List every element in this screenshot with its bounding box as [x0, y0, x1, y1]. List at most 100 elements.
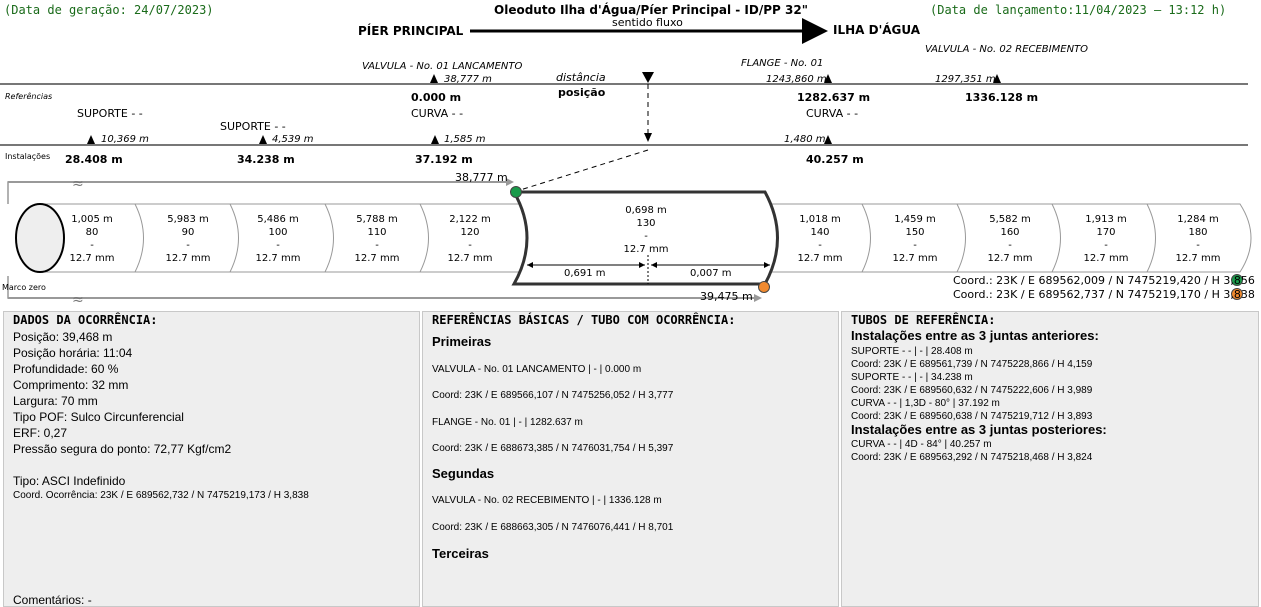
- orange-marker-icon: [758, 281, 770, 293]
- launch-date: (Data de lançamento:11/04/2023 – 13:12 h…: [930, 3, 1227, 17]
- leader-line: [516, 149, 649, 192]
- inst-1-position: 28.408 m: [65, 153, 123, 166]
- ref-3-marker-icon: [993, 74, 1001, 83]
- basic-refs-line: VALVULA - No. 01 LANCAMENTO | - | 0.000 …: [432, 364, 642, 375]
- occurrence-line: Comprimento: 32 mm: [13, 378, 129, 392]
- inst-1-marker-icon: [87, 135, 95, 144]
- pipe-joints: [134, 203, 1156, 273]
- inst-2-position: 34.238 m: [237, 153, 295, 166]
- ref-3-name: VALVULA - No. 02 RECEBIMENTO: [925, 44, 1089, 55]
- inst-3-marker-icon: [431, 135, 439, 144]
- ref-1-marker-icon: [430, 74, 438, 83]
- right-terminal: ILHA D'ÁGUA: [833, 23, 921, 37]
- break-icon-top: ≈: [72, 176, 84, 192]
- legend-green-icon: [1231, 274, 1243, 286]
- inst-3-name: CURVA - -: [411, 107, 464, 120]
- break-icon-bottom: ≈: [72, 292, 84, 308]
- occurrence-comments: Comentários: -: [13, 593, 92, 607]
- ref-tubes-line: Coord: 23K / E 689563,292 / N 7475218,46…: [851, 452, 1093, 463]
- ref-1-position: 0.000 m: [411, 91, 462, 104]
- coord-orange: Coord.: 23K / E 689562,737 / N 7475219,1…: [953, 288, 1255, 301]
- inst-3-distance: 1,585 m: [444, 134, 486, 145]
- occurrence-line: Largura: 70 mm: [13, 394, 98, 408]
- ref-2-position: 1282.637 m: [797, 91, 871, 104]
- ref-tubes-prev-title: Instalações entre as 3 juntas anteriores…: [851, 328, 1099, 343]
- ref-2-distance: 1243,860 m: [766, 74, 827, 85]
- ref-tubes-line: Coord: 23K / E 689561,739 / N 7475228,86…: [851, 359, 1093, 370]
- inst-1-name: SUPORTE - -: [77, 107, 143, 120]
- occurrence-line: Pressão segura do ponto: 72,77 Kgf/cm2: [13, 442, 232, 456]
- inst-4-distance: 1,480 m: [784, 134, 826, 145]
- green-marker-icon: [510, 186, 522, 198]
- occurrence-coord: Coord. Ocorrência: 23K / E 689562,732 / …: [13, 490, 309, 501]
- basic-refs-line: VALVULA - No. 02 RECEBIMENTO | - | 1336.…: [432, 495, 662, 506]
- ref-tubes-line: Coord: 23K / E 689560,638 / N 7475219,71…: [851, 411, 1093, 422]
- pipe-end-cap: [15, 203, 65, 273]
- ref-tubes-title: TUBOS DE REFERÊNCIA:: [851, 313, 996, 327]
- installations-row-label: Instalações: [5, 152, 51, 161]
- ref-tubes-line: CURVA - - | 1,3D - 80° | 37.192 m: [851, 398, 1000, 409]
- flow-arrow-head: [802, 18, 828, 44]
- occurrence-title: DADOS DA OCORRÊNCIA:: [13, 313, 158, 327]
- occurrence-line: Posição: 39,468 m: [13, 330, 113, 344]
- ref-1-name: VALVULA - No. 01 LANCAMENTO: [362, 61, 523, 72]
- highlight-left-measure: 0,691 m: [564, 268, 606, 279]
- basic-refs-third: Terceiras: [432, 546, 489, 561]
- basic-refs-line: Coord: 23K / E 688673,385 / N 7476031,75…: [432, 443, 674, 454]
- ref-2-name: FLANGE - No. 01: [741, 58, 824, 69]
- basic-refs-line: Coord: 23K / E 688663,305 / N 7476076,44…: [432, 522, 674, 533]
- basic-refs-first: Primeiras: [432, 334, 492, 349]
- basic-refs-panel: REFERÊNCIAS BÁSICAS / TUBO COM OCORRÊNCI…: [422, 311, 839, 607]
- inst-2-marker-icon: [259, 135, 267, 144]
- inst-2-distance: 4,539 m: [272, 134, 314, 145]
- position-marker-icon: [642, 72, 654, 83]
- inst-2-name: SUPORTE - -: [220, 120, 286, 133]
- inst-4-name: CURVA - -: [806, 107, 859, 120]
- ref-3-position: 1336.128 m: [965, 91, 1039, 104]
- marco-zero-label: Marco zero: [2, 283, 46, 292]
- distance-label: distância: [556, 71, 606, 84]
- generation-date: (Data de geração: 24/07/2023): [4, 3, 214, 17]
- occurrence-type: Tipo: ASCI Indefinido: [13, 474, 126, 488]
- ref-tubes-line: Coord: 23K / E 689560,632 / N 7475222,60…: [851, 385, 1093, 396]
- page-title: Oleoduto Ilha d'Água/Píer Principal - ID…: [494, 3, 808, 17]
- ref-2-marker-icon: [824, 74, 832, 83]
- flow-label: sentido fluxo: [612, 16, 683, 29]
- bottom-distance-label: 39,475 m: [700, 290, 753, 303]
- occurrence-panel: DADOS DA OCORRÊNCIA: Posição: 39,468 m P…: [3, 311, 420, 607]
- inst-4-position: 40.257 m: [806, 153, 864, 166]
- ref-tubes-panel: TUBOS DE REFERÊNCIA: Instalações entre a…: [841, 311, 1259, 607]
- pipeline-diagram-svg: ≈ ≈: [0, 18, 1252, 308]
- top-distance-label: 38,777 m: [455, 171, 508, 184]
- occurrence-line: Posição horária: 11:04: [13, 346, 133, 360]
- occurrence-line: Profundidade: 60 %: [13, 362, 119, 376]
- occurrence-line: Tipo POF: Sulco Circunferencial: [13, 410, 184, 424]
- left-terminal: PÍER PRINCIPAL: [358, 24, 464, 38]
- occurrence-line: ERF: 0,27: [13, 426, 68, 440]
- ref-tubes-line: SUPORTE - - | - | 28.408 m: [851, 346, 973, 357]
- inst-4-marker-icon: [824, 135, 832, 144]
- ref-tubes-line: SUPORTE - - | - | 34.238 m: [851, 372, 973, 383]
- references-row-label: Referências: [5, 92, 53, 101]
- basic-refs-line: FLANGE - No. 01 | - | 1282.637 m: [432, 417, 583, 428]
- basic-refs-title: REFERÊNCIAS BÁSICAS / TUBO COM OCORRÊNCI…: [432, 313, 736, 327]
- ref-tubes-next-title: Instalações entre as 3 juntas posteriore…: [851, 422, 1107, 437]
- legend-orange-icon: [1231, 288, 1243, 300]
- basic-refs-line: Coord: 23K / E 689566,107 / N 7475256,05…: [432, 390, 674, 401]
- coord-green: Coord.: 23K / E 689562,009 / N 7475219,4…: [953, 274, 1255, 287]
- position-arrow-icon: [644, 133, 652, 142]
- position-label: posição: [558, 86, 606, 99]
- inst-1-distance: 10,369 m: [101, 134, 149, 145]
- ref-tubes-line: CURVA - - | 4D - 84° | 40.257 m: [851, 439, 992, 450]
